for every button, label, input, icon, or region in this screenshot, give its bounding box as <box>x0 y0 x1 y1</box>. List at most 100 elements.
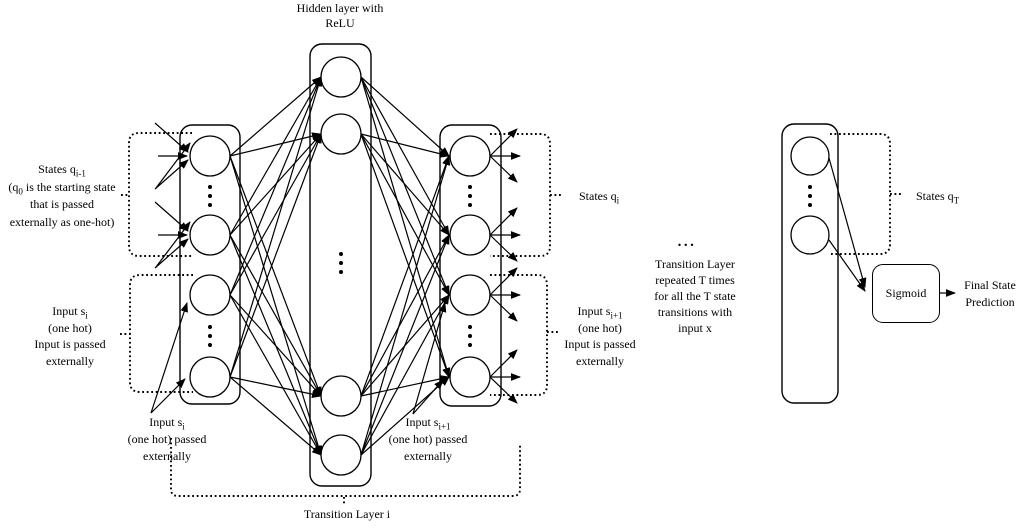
diagram-primitive <box>229 294 322 456</box>
transition-layer-bracket <box>170 438 521 506</box>
hidden-layer-box <box>309 43 372 487</box>
diagram-primitive <box>154 201 189 232</box>
vertical-ellipsis-dots <box>208 185 812 347</box>
diagram-primitive <box>468 203 472 207</box>
diagram-primitive <box>489 349 518 378</box>
diagram-primitive <box>229 76 323 378</box>
diagram-primitive <box>229 76 322 296</box>
external-input-arrows <box>150 302 447 415</box>
diagram-primitive: is the starting state that is passed ext… <box>9 179 116 229</box>
diagram-primitive <box>360 234 450 397</box>
input-left-dotted-box <box>129 274 193 393</box>
diagram-primitive <box>339 270 343 274</box>
diagram-primitive <box>229 294 322 397</box>
diagram-primitive <box>412 379 444 415</box>
label-transition-repeated: Transition Layer repeated T times for al… <box>654 257 736 335</box>
diagram-primitive <box>360 76 450 296</box>
diagram-primitive <box>229 133 322 296</box>
diagram-primitive <box>229 155 323 456</box>
diagram-primitive <box>828 239 866 292</box>
final-layer-box <box>781 123 839 404</box>
label-input-si1-right: Input si+1 (one hot) Input is passed ext… <box>543 303 657 369</box>
diagram-primitive <box>229 76 322 157</box>
diagram-primitive <box>828 157 867 288</box>
diagram-primitive <box>208 325 212 329</box>
neuron-node <box>449 274 491 316</box>
diagram-primitive: i <box>616 195 620 206</box>
diagram-primitive: i <box>85 310 88 321</box>
diagram-primitive: (one hot) passed externally <box>127 432 207 463</box>
neurons <box>189 56 830 476</box>
diagram-primitive <box>208 194 212 198</box>
diagram-primitive <box>468 194 472 198</box>
diagram-primitive: States q <box>579 189 617 203</box>
diagram-primitive: i+1 <box>610 310 623 321</box>
diagram-primitive: (one hot) Input is passed externally <box>34 320 106 368</box>
diagram-primitive <box>154 159 189 190</box>
label-transition-layer-i: Transition Layer i <box>303 507 391 521</box>
diagram-primitive <box>208 343 212 347</box>
label-final-state-prediction: Final State Prediction <box>964 278 1016 309</box>
neuron-node <box>449 356 491 398</box>
diagram-primitive <box>808 185 812 189</box>
diagram-primitive <box>208 185 212 189</box>
diagram-primitive <box>808 203 812 207</box>
diagram-primitive <box>360 133 450 236</box>
diagram-primitive <box>489 376 518 404</box>
diagram-primitive <box>360 76 450 236</box>
states-prev-dotted-box <box>128 132 192 257</box>
diagram-primitive <box>150 378 186 414</box>
diagram-primitive <box>154 122 189 153</box>
neuron-node <box>320 434 362 476</box>
diagram-primitive <box>229 376 322 456</box>
diagram-primitive <box>468 185 472 189</box>
diagram-primitive <box>808 194 812 198</box>
diagram-primitive <box>412 302 447 415</box>
diagram-primitive: Input s <box>149 415 183 429</box>
dotted-brackets <box>120 132 903 506</box>
diagram-primitive <box>468 325 472 329</box>
layer-boxes <box>179 43 839 487</box>
diagram-primitive <box>229 376 322 398</box>
label-states-qt: States qT <box>916 188 996 205</box>
diagram-primitive <box>229 76 322 236</box>
diagram-primitive: i-1 <box>75 168 86 179</box>
diagram-primitive <box>489 155 518 183</box>
diagram-primitive <box>360 133 450 158</box>
diagram-primitive <box>229 132 322 157</box>
states-qi-dotted-box <box>490 133 551 257</box>
diagram-primitive: (one hot) passed externally <box>388 432 468 463</box>
external-state-arrows <box>154 122 191 269</box>
input-to-hidden-connections <box>229 76 323 456</box>
diagram-primitive <box>489 234 518 262</box>
transition-input-column-box <box>179 124 241 405</box>
diagram-primitive <box>150 302 188 414</box>
diagram-primitive <box>229 234 322 397</box>
states-qt-dotted-box <box>830 133 891 255</box>
diagram-primitive: T <box>953 195 960 206</box>
neuron-node <box>790 215 830 255</box>
diagram-primitive <box>155 221 191 268</box>
neuron-node <box>320 56 362 98</box>
neuron-node <box>790 136 830 176</box>
sigmoid-box: Sigmoid <box>872 264 940 323</box>
input-right-dotted-box <box>490 274 548 396</box>
diagram-primitive <box>155 142 191 189</box>
diagram-primitive <box>339 252 343 256</box>
diagram-primitive <box>229 133 322 378</box>
hidden-to-output-connections <box>360 76 451 456</box>
diagram-primitive <box>489 207 518 236</box>
diagram-primitive <box>360 375 450 397</box>
repeat-ellipsis: ... <box>677 234 697 250</box>
neuron-node <box>189 356 231 398</box>
diagram-primitive <box>468 334 472 338</box>
neuron-node <box>320 375 362 417</box>
label-states-qi: States qi <box>579 188 659 205</box>
diagram-primitive <box>360 234 450 456</box>
neuron-node <box>449 214 491 256</box>
sigmoid-label: Sigmoid <box>885 286 927 300</box>
diagram-primitive <box>339 261 343 265</box>
diagram-primitive <box>360 133 450 296</box>
